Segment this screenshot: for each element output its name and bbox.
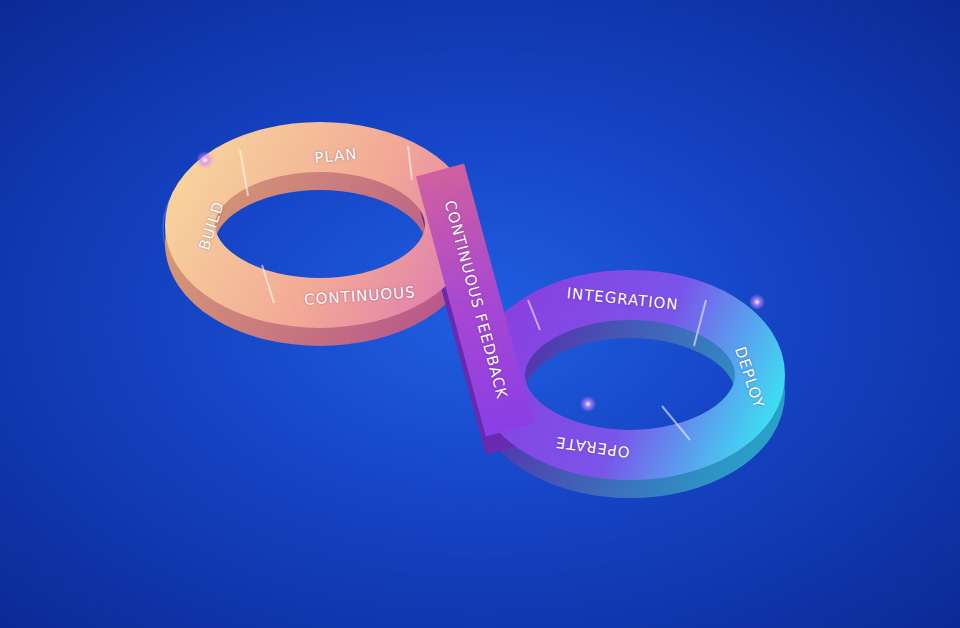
loop-segment: PLAN	[311, 145, 361, 170]
segment-label: CONTINUOUS	[301, 283, 418, 309]
loop-segment: CONTINUOUS FEEDBACK	[438, 196, 512, 404]
loop-segment: CONTINUOUS	[301, 283, 418, 311]
segment-label: BUILD	[194, 197, 228, 255]
segment-label: INTEGRATION	[563, 284, 681, 314]
loop-segment: INTEGRATION	[563, 284, 681, 316]
loop-segment: BUILD	[194, 197, 230, 255]
segment-label: PLAN	[311, 145, 361, 168]
loop-segment: DEPLOY	[728, 342, 768, 414]
segment-label: CONTINUOUS FEEDBACK	[440, 196, 512, 404]
segment-label: OPERATE	[551, 433, 632, 462]
segment-label: DEPLOY	[730, 342, 768, 413]
loop-segment: OPERATE	[551, 431, 632, 462]
